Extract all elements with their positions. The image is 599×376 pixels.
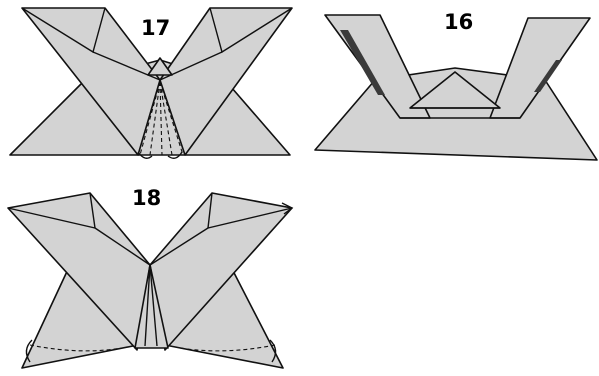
step-16-label: 16 [444,12,473,33]
step-17-label: 17 [141,18,170,39]
step-16-figure [315,15,597,160]
step-18-figure [8,193,292,368]
step-18-label: 18 [132,188,161,209]
